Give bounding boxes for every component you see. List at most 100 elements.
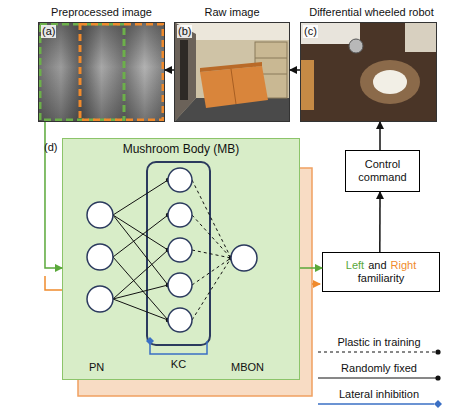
- kc-neuron: [168, 308, 192, 332]
- left-word: Left: [346, 259, 364, 272]
- synapse-dot: [166, 213, 170, 217]
- plastic-synapse: [192, 258, 231, 320]
- shelf-line: [255, 58, 287, 59]
- mushroom-body-box: Mushroom Body (MB) PN MBON KC: [62, 138, 300, 380]
- right-view-box: [80, 24, 163, 120]
- plastic-synapse: [192, 258, 231, 285]
- output-word: familiarity: [358, 272, 404, 285]
- layer-label: PN: [89, 361, 104, 374]
- fixed-synapse: [113, 257, 168, 320]
- pn-neuron: [87, 244, 113, 270]
- mbon-neuron: [231, 245, 257, 271]
- cabinet: [200, 66, 268, 108]
- arrow-connector: [45, 122, 62, 268]
- panel-tag: (c): [303, 25, 318, 38]
- table: [360, 60, 420, 104]
- legend-blue-line: [318, 403, 434, 405]
- right-input-wire: [45, 276, 62, 290]
- fixed-synapse: [113, 299, 168, 320]
- plastic-synapse: [192, 215, 231, 258]
- layer-label: MBON: [231, 361, 264, 374]
- door-frame: [180, 40, 188, 100]
- legend-solid-line: [318, 378, 436, 379]
- arrow-connector: [379, 122, 381, 150]
- panel-heading: Differential wheeled robot: [291, 6, 452, 19]
- cabinet-line: [231, 69, 236, 104]
- fixed-connections: [113, 178, 170, 322]
- wall: [174, 22, 290, 122]
- plastic-synapse: [192, 180, 231, 258]
- kc-neuron: [168, 238, 192, 262]
- raw-image: [174, 22, 290, 122]
- fixed-synapse: [113, 215, 168, 257]
- kenyon-cell-box: KC: [146, 161, 211, 346]
- arrow-connector: [379, 192, 381, 252]
- synapse-dot: [166, 283, 170, 287]
- legend-samples: [318, 349, 442, 408]
- robot: [349, 39, 363, 53]
- plastic-synapse: [192, 250, 231, 258]
- floor: [300, 22, 437, 122]
- panel-tag: (d): [44, 141, 57, 154]
- shelf: [255, 42, 287, 98]
- layer-label: KC: [148, 358, 209, 371]
- synapse-dot: [166, 178, 170, 182]
- inhibition-diamond: [146, 337, 154, 345]
- furniture: [300, 22, 360, 44]
- image-panel: Preprocessed image(a): [38, 22, 165, 122]
- arrow-connector: [290, 69, 300, 71]
- fixed-synapse: [113, 215, 168, 250]
- image-blur: [38, 22, 165, 122]
- table-top: [373, 70, 407, 94]
- legend-dot: [435, 375, 440, 380]
- cabinet-top: [200, 62, 262, 72]
- panel-tag: (a): [41, 25, 56, 38]
- ceiling: [174, 22, 290, 40]
- synapse-dot: [166, 318, 170, 322]
- fixed-synapse: [113, 285, 168, 299]
- side-wall: [174, 22, 196, 122]
- kc-neuron: [168, 273, 192, 297]
- image-shade: [38, 22, 165, 122]
- legend-text: Lateral inhibition: [318, 388, 440, 401]
- synapse-dot: [229, 256, 234, 261]
- floor: [174, 98, 290, 122]
- synapse-dot: [166, 248, 170, 252]
- left-view-box: [40, 24, 124, 120]
- box-title: Mushroom Body (MB): [63, 143, 299, 156]
- kc-neuron: [168, 203, 192, 227]
- arrow-connector: [300, 267, 322, 269]
- cabinet: [300, 60, 314, 110]
- synapse-dot: [166, 248, 170, 252]
- legend-text: Plastic in training: [318, 336, 440, 349]
- synapse-dot: [166, 283, 170, 287]
- plastic-connections: [192, 180, 233, 320]
- right-output-wire: [312, 283, 320, 285]
- panel-heading: Raw image: [165, 6, 299, 19]
- box-text: Control command: [352, 158, 413, 184]
- preprocessed-image: [38, 22, 165, 122]
- fixed-synapse: [113, 180, 168, 215]
- image-panel: Raw image(b): [174, 22, 290, 122]
- pn-neuron: [87, 202, 113, 228]
- pn-neuron: [87, 286, 113, 312]
- lateral-inhibition: [150, 341, 207, 354]
- panel-heading: Preprocessed image: [19, 6, 184, 19]
- process-box: Control command: [345, 150, 420, 192]
- legend-text: Randomly fixed: [318, 362, 440, 375]
- panel-tag: (b): [177, 25, 192, 38]
- arrow-connector: [165, 69, 174, 71]
- synapse-dot: [166, 318, 170, 322]
- robot-view: [300, 22, 437, 122]
- right-word: Right: [391, 259, 417, 272]
- furniture: [405, 22, 437, 52]
- kc-neuron: [168, 168, 192, 192]
- text-wrap: LeftandRightfamiliarity: [323, 253, 439, 291]
- output-box: LeftandRightfamiliarity: [322, 252, 440, 292]
- legend-dashed-line: [318, 352, 436, 353]
- image-panel: Differential wheeled robot(c): [300, 22, 437, 122]
- fixed-synapse: [113, 215, 168, 285]
